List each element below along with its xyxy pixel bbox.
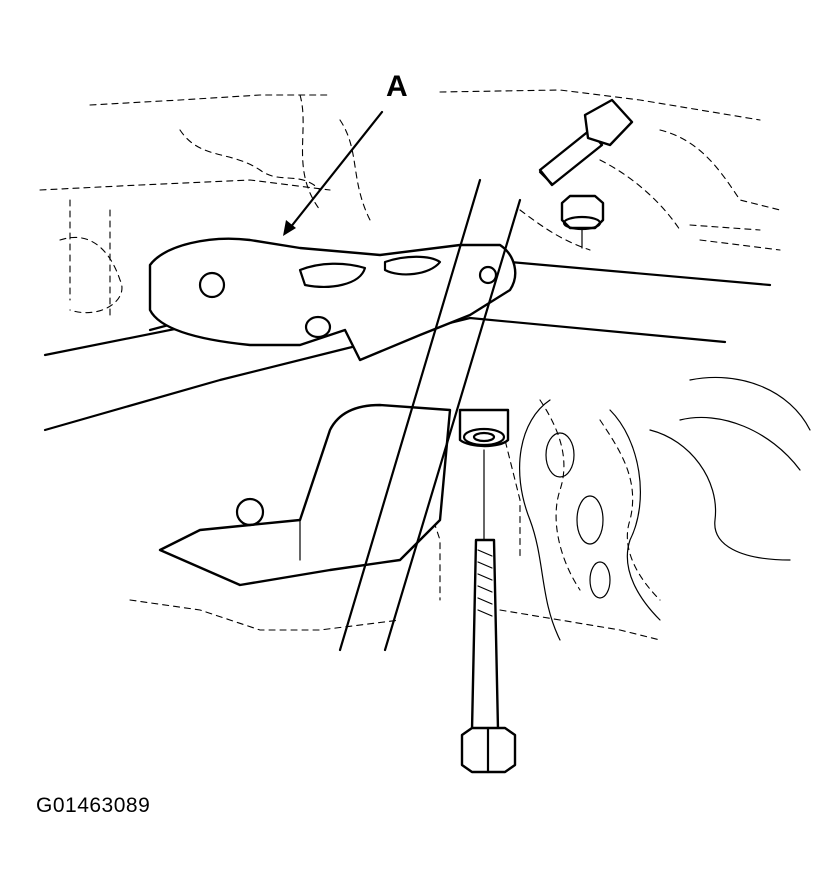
collar-spacer [458,408,510,541]
lower-bracket [158,403,452,587]
callout-label-a: A [386,70,408,103]
figure-id: G01463089 [36,794,151,817]
diagonal-rod [338,178,522,652]
upper-bolt [538,98,634,187]
right-engine-block [519,376,811,641]
flange-nut-upper [560,194,605,249]
bracket-a [148,237,517,362]
long-bolt [460,538,517,774]
callout-a-leader [283,110,384,236]
background-engine-outline [39,89,781,641]
